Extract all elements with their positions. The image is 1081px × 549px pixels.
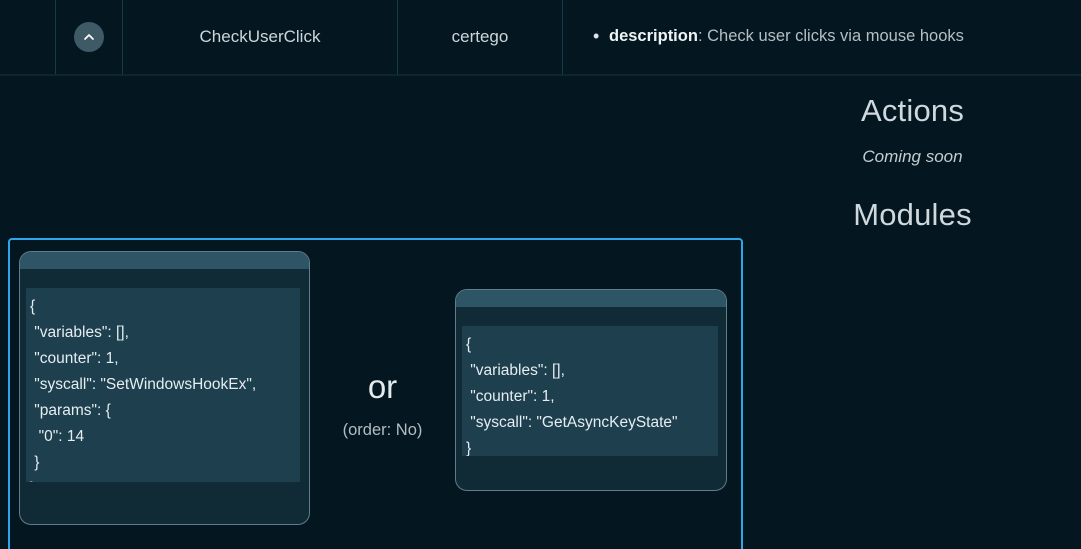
right-column: Actions Coming soon Modules — [744, 76, 1081, 549]
chevron-up-icon — [82, 30, 96, 44]
rule-name-text: CheckUserClick — [199, 27, 321, 46]
rule-separator: or (order: No) — [310, 370, 455, 440]
table-cell-organization[interactable]: certego — [398, 0, 563, 74]
description-key: description — [609, 27, 698, 46]
rule-card-code: { "variables": [], "counter": 1, "syscal… — [462, 326, 718, 456]
rule-card-header — [20, 252, 309, 269]
separator-word: or — [367, 368, 398, 405]
table-cell-toggle — [56, 0, 123, 74]
description-separator: : — [697, 27, 708, 46]
table-row: CheckUserClick certego description: Chec… — [0, 0, 1081, 76]
rule-card-setwindowshookex[interactable]: { "variables": [], "counter": 1, "syscal… — [19, 251, 310, 525]
modules-rules-box: { "variables": [], "counter": 1, "syscal… — [8, 238, 743, 549]
rule-card-header — [456, 290, 726, 307]
rule-card-code: { "variables": [], "counter": 1, "syscal… — [26, 288, 300, 482]
table-cell-description: description: Check user clicks via mouse… — [563, 0, 1081, 74]
rule-card-getasynckeystate[interactable]: { "variables": [], "counter": 1, "syscal… — [455, 289, 727, 491]
description-value: Check user clicks via mouse hooks — [707, 27, 964, 46]
table-cell-name[interactable]: CheckUserClick — [123, 0, 398, 74]
organization-text: certego — [451, 27, 509, 46]
list-item: description: Check user clicks via mouse… — [593, 25, 964, 49]
description-list: description: Check user clicks via mouse… — [563, 25, 964, 49]
collapse-row-button[interactable] — [74, 22, 104, 52]
table-cell-leading-spacer — [0, 0, 56, 74]
actions-heading: Actions — [860, 93, 965, 128]
actions-coming-soon-text: Coming soon — [862, 147, 963, 166]
separator-order-text: (order: No) — [342, 421, 423, 439]
modules-heading: Modules — [853, 197, 972, 232]
